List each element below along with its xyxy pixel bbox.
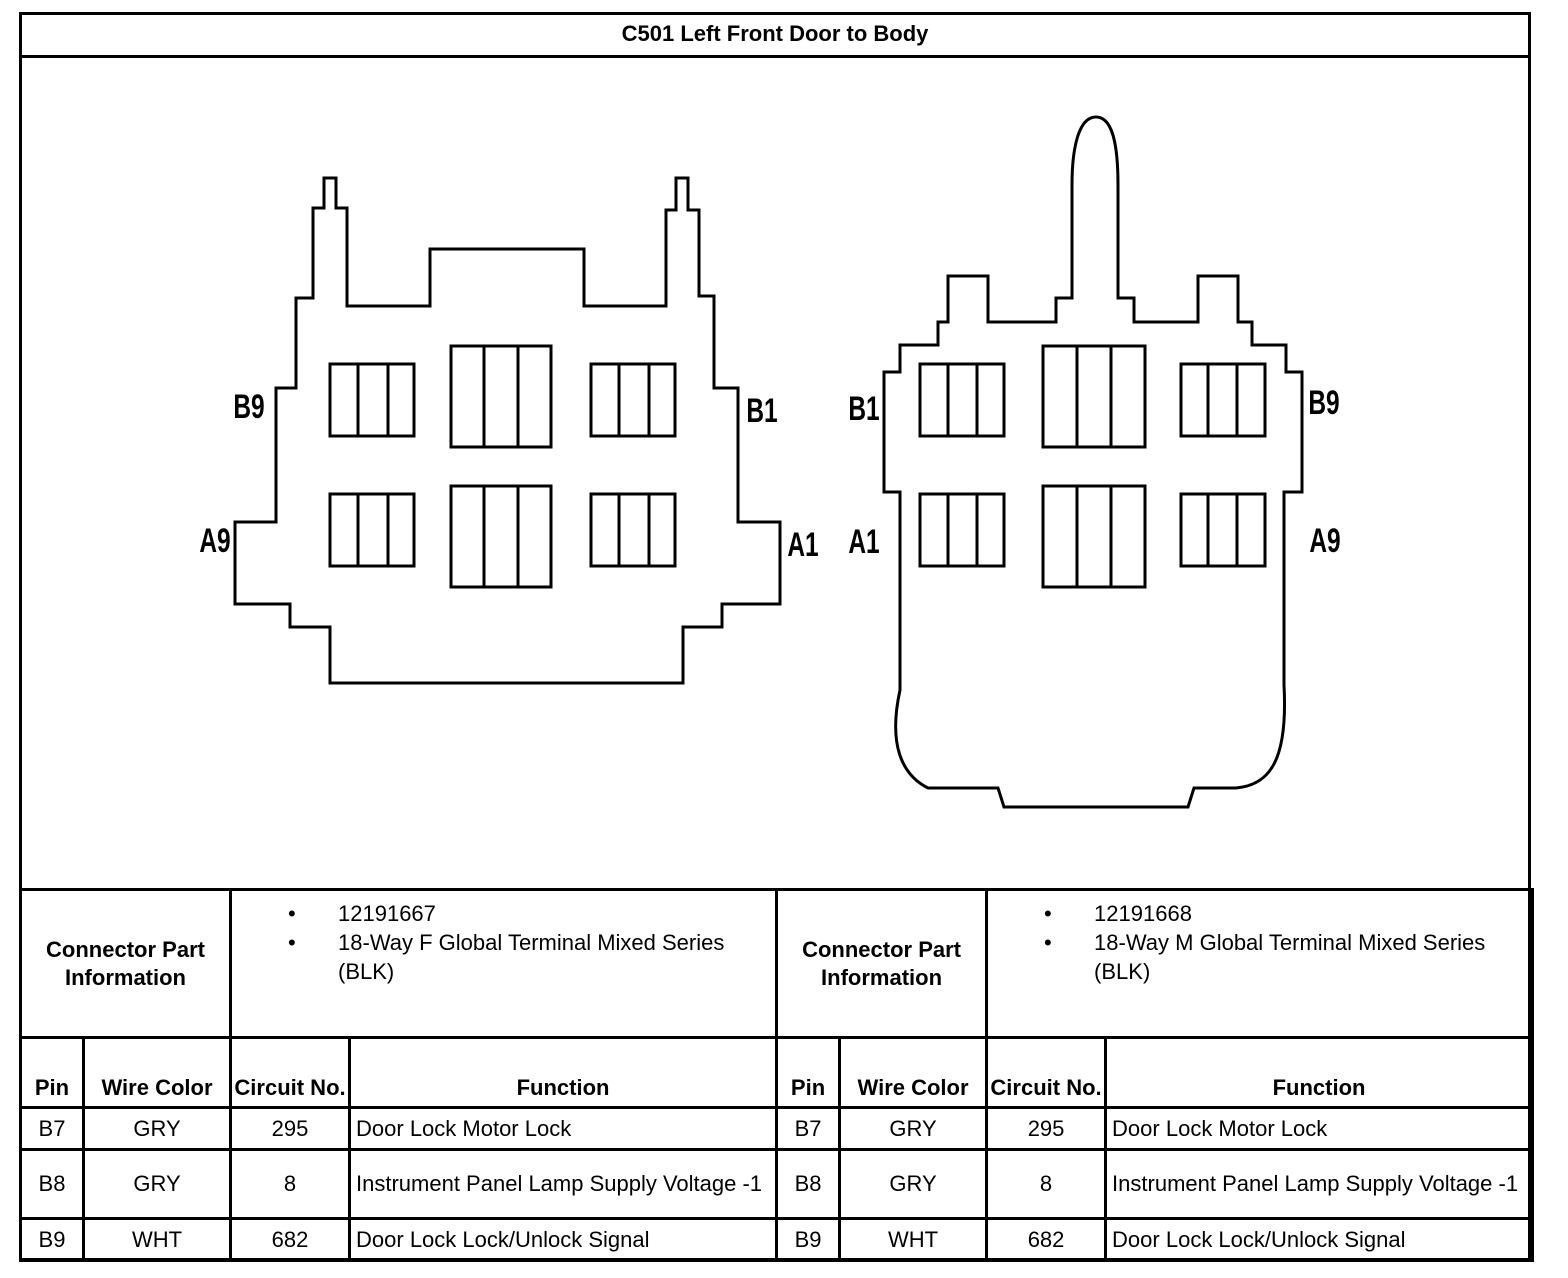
function-cell: Door Lock Motor Lock [1104, 1106, 1535, 1151]
circuit-cell: 295 [985, 1106, 1108, 1151]
connector-info-details: 12191668 18-Way M Global Terminal Mixed … [985, 888, 1535, 1039]
header-function: Function [1104, 1036, 1535, 1109]
function-cell: Door Lock Motor Lock [348, 1106, 779, 1151]
function-cell: Instrument Panel Lamp Supply Voltage -1 [348, 1148, 779, 1220]
function-cell: Door Lock Lock/Unlock Signal [348, 1217, 779, 1262]
header-wire-color: Wire Color [81, 1036, 233, 1109]
pin-cell: B7 [19, 1106, 85, 1151]
part-description: 18-Way F Global Terminal Mixed Series (B… [232, 928, 775, 986]
wire-color-cell: GRY [81, 1148, 233, 1220]
right-label-a9: A9 [1309, 522, 1340, 560]
pin-cell: B7 [775, 1106, 842, 1151]
circuit-cell: 295 [229, 1106, 352, 1151]
right-label-b1: B1 [848, 390, 879, 428]
left-label-a1: A1 [787, 526, 818, 564]
wire-color-cell: GRY [81, 1106, 233, 1151]
circuit-cell: 682 [985, 1217, 1108, 1262]
part-number: 12191667 [232, 899, 775, 928]
table-row: B8 GRY 8 Instrument Panel Lamp Supply Vo… [19, 1148, 1535, 1220]
header-wire-color: Wire Color [838, 1036, 989, 1109]
connector-info-label: Connector Part Information [18, 888, 233, 1039]
connector-info-row: Connector Part Information 12191667 18-W… [18, 888, 1535, 1039]
connector-info-label: Connector Part Information [775, 888, 989, 1039]
wire-color-cell: GRY [838, 1106, 989, 1151]
table-header-row: Pin Wire Color Circuit No. Function Pin … [19, 1036, 1535, 1109]
header-pin: Pin [775, 1036, 842, 1109]
part-number: 12191668 [988, 899, 1531, 928]
left-connector-cavities [328, 344, 677, 589]
header-function: Function [348, 1036, 779, 1109]
header-circuit: Circuit No. [229, 1036, 352, 1109]
header-pin: Pin [19, 1036, 85, 1109]
header-circuit: Circuit No. [985, 1036, 1108, 1109]
part-description: 18-Way M Global Terminal Mixed Series (B… [988, 928, 1531, 986]
left-label-b1: B1 [746, 392, 777, 430]
pin-cell: B9 [775, 1217, 842, 1262]
left-label-b9: B9 [233, 388, 264, 426]
wire-color-cell: GRY [838, 1148, 989, 1220]
pin-cell: B8 [19, 1148, 85, 1220]
table-row: B7 GRY 295 Door Lock Motor Lock B7 GRY 2… [19, 1106, 1535, 1151]
left-label-a9: A9 [199, 522, 230, 560]
right-label-a1: A1 [848, 523, 879, 561]
circuit-cell: 682 [229, 1217, 352, 1262]
right-label-b9: B9 [1308, 384, 1339, 422]
wire-color-cell: WHT [838, 1217, 989, 1262]
page-title: C501 Left Front Door to Body [19, 12, 1531, 58]
function-cell: Door Lock Lock/Unlock Signal [1104, 1217, 1535, 1262]
table-row: B9 WHT 682 Door Lock Lock/Unlock Signal … [19, 1217, 1535, 1262]
right-connector-outline [882, 115, 1304, 809]
pin-cell: B8 [775, 1148, 842, 1220]
pin-cell: B9 [19, 1217, 85, 1262]
function-cell: Instrument Panel Lamp Supply Voltage -1 [1104, 1148, 1535, 1220]
connector-info-details: 12191667 18-Way F Global Terminal Mixed … [229, 888, 779, 1039]
wire-color-cell: WHT [81, 1217, 233, 1262]
circuit-cell: 8 [229, 1148, 352, 1220]
circuit-cell: 8 [985, 1148, 1108, 1220]
connector-diagram: B9 B1 A9 A1 B1 B9 A1 A9 [199, 115, 1341, 809]
right-connector-cavities [918, 344, 1267, 589]
left-connector-outline [233, 176, 782, 685]
connector-table: Connector Part Information 12191667 18-W… [18, 888, 1535, 1262]
